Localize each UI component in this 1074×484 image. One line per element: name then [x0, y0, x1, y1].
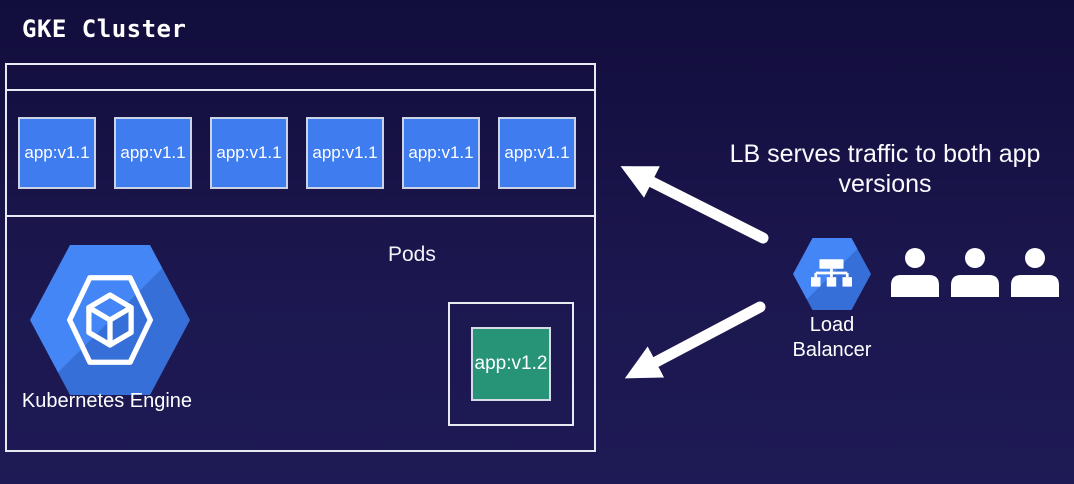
- user-icon: [1011, 248, 1059, 297]
- users-group: [890, 248, 1060, 298]
- pods-v1-row: app:v1.1 app:v1.1 app:v1.1 app:v1.1 app:…: [18, 117, 576, 189]
- kubernetes-engine-label: Kubernetes Engine: [21, 390, 193, 412]
- pod-v1-box: app:v1.1: [498, 117, 576, 189]
- pod-v1-box: app:v1.1: [18, 117, 96, 189]
- pods-label: Pods: [388, 243, 436, 266]
- lb-annotation-text: LB serves traffic to both app versions: [729, 140, 1041, 198]
- lb-to-v2-pod-arrow: [624, 301, 766, 379]
- user-icon: [951, 248, 999, 297]
- pods-section-divider: [7, 215, 594, 217]
- pod-v2-box: app:v1.2: [471, 327, 551, 401]
- pod-v1-box: app:v1.1: [114, 117, 192, 189]
- pod-v1-box: app:v1.1: [210, 117, 288, 189]
- load-balancer-label: Load Balancer: [792, 314, 872, 361]
- pod-label: app:v1.2: [474, 353, 548, 374]
- pod-label: app:v1.1: [216, 143, 282, 162]
- pod-v1-box: app:v1.1: [402, 117, 480, 189]
- user-icon: [891, 248, 939, 297]
- pod-label: app:v1.1: [408, 143, 474, 162]
- pod-v2-outline-box: app:v1.2: [448, 302, 574, 426]
- kubernetes-engine-hexagon-icon: [30, 245, 190, 395]
- gke-cube-icon: [67, 275, 153, 365]
- diagram-title: GKE Cluster: [22, 15, 187, 43]
- gke-cluster-box: [5, 63, 596, 452]
- pod-label: app:v1.1: [504, 143, 570, 162]
- pod-label: app:v1.1: [120, 143, 186, 162]
- pod-v1-box: app:v1.1: [306, 117, 384, 189]
- pod-label: app:v1.1: [24, 143, 90, 162]
- cluster-header-strip: [7, 65, 594, 91]
- pod-label: app:v1.1: [312, 143, 378, 162]
- load-balancer-hexagon-icon: [793, 238, 871, 310]
- load-balancer-tree-icon: [811, 259, 852, 287]
